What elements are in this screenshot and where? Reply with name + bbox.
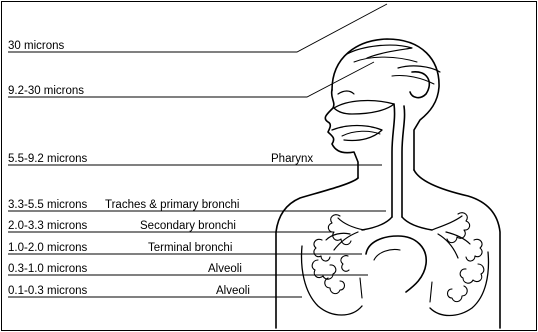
size-label: 0.1-0.3 microns (8, 285, 88, 297)
head-outline (332, 39, 439, 170)
size-label: 3.3-5.5 microns (8, 199, 88, 211)
size-label: 5.5-9.2 microns (8, 153, 88, 165)
human-figure (276, 39, 500, 328)
site-label-alveoli: Alveoli (208, 263, 242, 275)
pharynx-wall-right (402, 106, 405, 217)
size-label: 2.0-3.3 microns (8, 220, 88, 232)
site-label-alveoli: Alveoli (216, 285, 250, 297)
size-label: 30 microns (8, 40, 64, 52)
site-label-pharynx: Pharynx (271, 153, 313, 165)
right-lung-alveoli (447, 213, 484, 302)
pharynx-wall-left (392, 104, 395, 217)
size-label: 1.0-2.0 microns (8, 242, 88, 254)
mouth-cavity (332, 126, 382, 141)
nasal-cavity (334, 101, 394, 114)
particle-size-labels: 30 microns 9.2-30 microns 5.5-9.2 micron… (8, 40, 88, 297)
body-outline-right (414, 170, 500, 328)
size-label: 9.2-30 microns (8, 85, 84, 97)
left-lung-outline (302, 246, 362, 315)
site-label-trachea: Traches & primary bronchi (105, 199, 239, 211)
site-label-terminal-bronchi: Terminal bronchi (148, 242, 232, 254)
primary-bronchi (362, 217, 432, 230)
ear-outline (410, 72, 429, 98)
leader-line-30 (8, 4, 387, 52)
size-label: 0.3-1.0 microns (8, 263, 88, 275)
right-lung-outline (430, 252, 488, 316)
site-label-secondary-bronchi: Secondary bronchi (140, 220, 236, 232)
heart-outline (366, 236, 426, 292)
